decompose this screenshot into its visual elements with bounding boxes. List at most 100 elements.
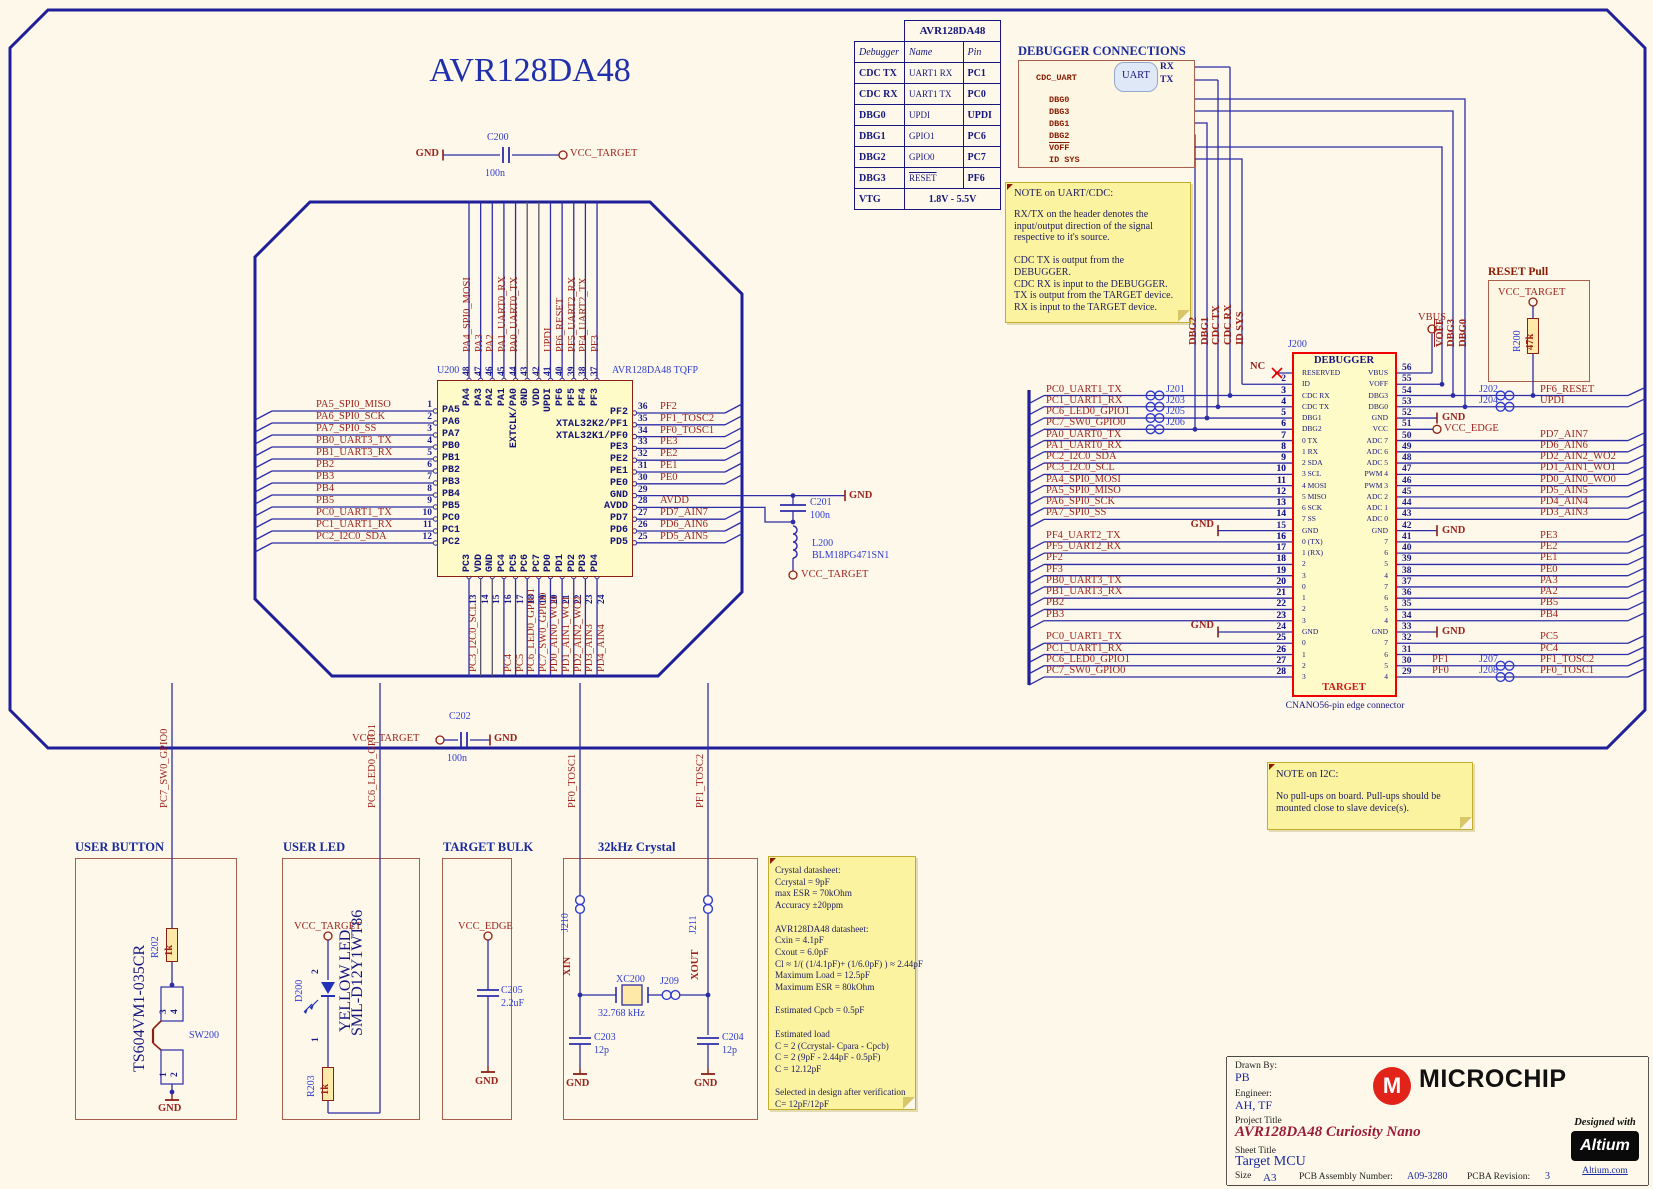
j200-right-net: PD3_AIN3 (1540, 507, 1588, 519)
j200-right-net: PD0_AIN0_WO0 (1540, 473, 1616, 485)
mcu-bottom-net: PD0_AIN0_WO0 (549, 596, 561, 672)
mcu-top-pin-number: 46 (485, 366, 496, 377)
j200-right-pin: 53 (1402, 396, 1412, 407)
j200-right-inner: 4 (1384, 570, 1388, 580)
wire (254, 458, 273, 469)
j200-right-inner: PWM 4 (1364, 469, 1388, 479)
wire (1627, 567, 1646, 577)
wire (1627, 668, 1646, 678)
mcu-top-pin-number: 43 (520, 366, 531, 377)
jumper-label: J205 (1166, 406, 1185, 418)
wire-label-CDC TX: CDC TX (1211, 305, 1222, 345)
j200-right-inner: 7 (1384, 581, 1388, 591)
wire (1028, 653, 1045, 664)
altium-link[interactable]: Altium.com (1582, 1166, 1628, 1176)
wire (724, 403, 743, 414)
crystal-note-line (775, 912, 923, 924)
mcu-bottom-pin-name: PD4 (590, 553, 602, 572)
assembly-label: PCB Assembly Number: (1299, 1172, 1393, 1182)
tag-label-DBG0: DBG0 (1049, 94, 1070, 105)
j200-left-net: PA6_SPI0_SCK (1046, 496, 1116, 508)
junction-dot (1204, 415, 1210, 421)
j200-left-net: PA0_UART0_TX (1046, 428, 1122, 440)
j200-right-inner: GND (1371, 525, 1388, 535)
vcc-target-label: VCC_TARGET (352, 733, 420, 744)
c202-value: 100n (447, 753, 467, 764)
j200-right-pin: 52 (1402, 408, 1412, 419)
mcu-bottom-net: PC3_I2C0_SCL (468, 603, 479, 672)
drawn-by-label: Drawn By: (1235, 1061, 1277, 1071)
debugger-connections-title: DEBUGGER CONNECTIONS (1018, 44, 1186, 58)
mcu-bottom-pin-number: 16 (503, 594, 514, 605)
j200-right-pin: 41 (1402, 531, 1412, 542)
j200-right-inner: 5 (1384, 559, 1388, 569)
microchip-logo-text: MICROCHIP (1419, 1065, 1567, 1093)
mcu-bottom-pin-name: PC3 (462, 553, 473, 572)
wire (254, 494, 273, 505)
j200-left-pin: 18 (1276, 554, 1287, 565)
wire (724, 521, 743, 532)
j200-left-pin: 15 (1276, 520, 1287, 531)
gnd-label: GND (494, 733, 518, 744)
sheet-title-value: Target MCU (1235, 1154, 1306, 1169)
gnd-label: GND (849, 489, 873, 501)
crystal-note-line: Cxin = 4.1pF (775, 935, 824, 946)
mcu-top-pin-name: PA2 (485, 387, 497, 406)
crystal-note-line: Cxout = 6.0pF (775, 946, 829, 957)
mcu-left-pin-name: PA6 (442, 417, 461, 428)
j200-left-pin: 13 (1276, 498, 1287, 509)
mcu-left-net: PC1_UART1_RX (316, 519, 393, 530)
note-line: mounted close to slave device(s). (1276, 802, 1410, 814)
j200-right-pin: 34 (1402, 610, 1412, 621)
wire (1028, 507, 1045, 517)
mcu-left-net: PC0_UART1_TX (316, 507, 392, 518)
j200-left-net: PA4_SPI0_MOSI (1046, 473, 1121, 485)
user-button-box (75, 858, 237, 1120)
j200-left-net: PB3 (1046, 608, 1065, 620)
crystal-note-line: max ESR = 70kOhm (775, 888, 852, 899)
wire-label-DBG0: DBG0 (1458, 318, 1469, 347)
wire (1028, 541, 1045, 551)
mcu-right-pin-number: 25 (638, 531, 648, 542)
j200-left-net: PF4_UART2_TX (1046, 529, 1121, 541)
mcu-right-pin-name: GND (609, 489, 628, 501)
j200-left-net: PC3_I2C0_SCL (1046, 462, 1115, 474)
wire (724, 415, 743, 426)
mcu-top-pin-name: PF5 (566, 387, 578, 406)
altium-logo: Altium (1571, 1131, 1639, 1161)
mcu-bottom-pin-name: PC4 (496, 553, 508, 572)
mcu-right-pin-name: XTAL32K2/PF1 (555, 418, 628, 430)
j200-right-inner: 7 (1384, 536, 1388, 546)
wire (1627, 431, 1646, 442)
mcu-bottom-pin-name: VDD (473, 553, 485, 572)
jumper-label: J207 (1479, 653, 1498, 665)
user-led-box (282, 858, 420, 1120)
gnd-label: GND (1442, 625, 1466, 637)
j200-left-net: PC6_LED0_GPIO1 (1046, 406, 1131, 418)
crystal-note-line: Cl ≈ 1/( (1/4.1pF)+ (1/6.0pF) ) ≈ 2.44pF (775, 958, 923, 969)
j200-right-pin: 36 (1402, 588, 1412, 599)
revision-value: 3 (1545, 1171, 1550, 1182)
note-line (1014, 244, 1173, 256)
j200-left-net: PB0_UART3_TX (1046, 574, 1122, 586)
j200-right-net: PE3 (1540, 529, 1558, 541)
mcu-left-pin-name: PB4 (442, 489, 461, 500)
mcu-left-net: PB2 (316, 459, 335, 470)
j200-right-pin: 46 (1402, 475, 1412, 486)
wire (724, 474, 743, 485)
mcu-left-net: PB4 (316, 483, 335, 494)
vcc-edge-label: VCC_EDGE (458, 921, 513, 932)
j200-left-net: PC1_UART1_RX (1046, 642, 1123, 654)
j200-right-net: PA2 (1540, 586, 1558, 598)
wire (1627, 386, 1646, 397)
c201-value: 100n (810, 510, 830, 521)
mcu-right-net: AVDD (660, 495, 689, 507)
crystal-title: 32kHz Crystal (598, 840, 676, 854)
mcu-left-pin-number: 3 (427, 424, 432, 434)
j200-left-pin: 2 (1281, 374, 1286, 385)
mcu-bottom-net: PD3_AIN3 (584, 624, 596, 672)
j200-left-net: PC2_I2C0_SDA (1046, 451, 1117, 463)
gnd-label: GND (566, 1078, 590, 1089)
mcu-right-pin-number: 31 (638, 461, 648, 471)
